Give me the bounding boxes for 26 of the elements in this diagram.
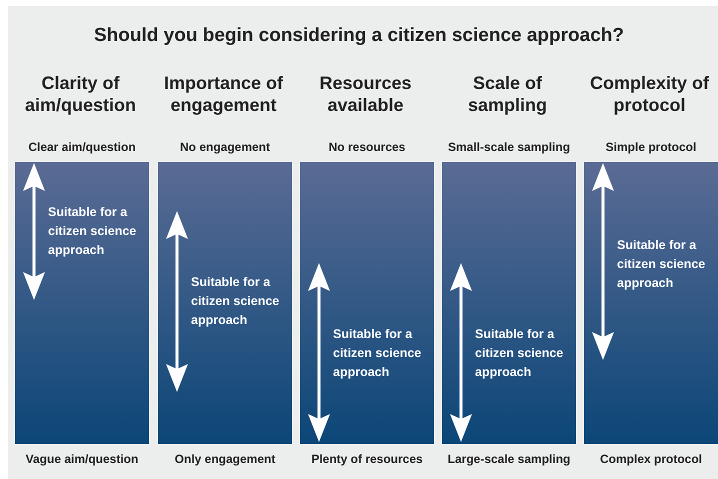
- scale-end-label: No engagement: [178, 140, 271, 154]
- scale-bar: [15, 162, 149, 444]
- scale-end-label: Clear aim/question: [27, 140, 137, 154]
- scale-end-label: Only engagement: [174, 452, 276, 466]
- column-heading: Scale of sampling: [466, 72, 548, 116]
- column-heading: Complexity of protocol: [588, 72, 710, 116]
- scale-end-label: Complex protocol: [598, 452, 703, 466]
- column-heading: Resources available: [318, 72, 413, 116]
- scale-end-label: Plenty of resources: [310, 452, 424, 466]
- suitability-note: Suitable for a citizen science approach: [617, 237, 706, 292]
- title: Should you begin considering a citizen science approach?: [93, 25, 625, 47]
- scale-end-label: Simple protocol: [604, 140, 698, 154]
- column-heading: Clarity of aim/question: [24, 72, 137, 116]
- scale-bar: [442, 162, 576, 444]
- scale-end-label: Vague aim/question: [24, 452, 140, 466]
- suitability-note: Suitable for a citizen science approach: [475, 326, 564, 381]
- suitability-note: Suitable for a citizen science approach: [48, 204, 138, 259]
- scale-bar: [584, 162, 718, 444]
- suitability-note: Suitable for a citizen science approach: [191, 274, 280, 329]
- scale-bar: [158, 162, 292, 444]
- scale-end-label: No resources: [328, 140, 406, 154]
- column-heading: Importance of engagement: [162, 72, 284, 116]
- scale-bar: [300, 162, 434, 444]
- suitability-note: Suitable for a citizen science approach: [333, 326, 422, 381]
- scale-end-label: Small-scale sampling: [446, 140, 572, 154]
- scale-end-label: Large-scale sampling: [446, 452, 572, 466]
